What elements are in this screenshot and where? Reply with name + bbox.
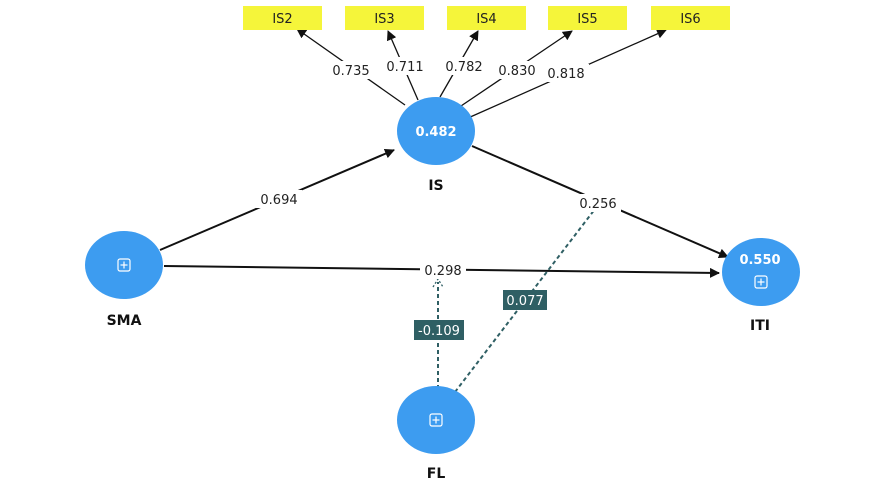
expand-icon[interactable] — [117, 258, 131, 272]
moderator-coef-fl-is-iti: 0.077 — [506, 294, 543, 309]
moderator-coef-box-fl-sma-iti: -0.109 — [414, 320, 464, 340]
path-coef-sma-is: 0.694 — [260, 193, 297, 208]
loading-value-is5: 0.830 — [498, 64, 535, 79]
indicator-label: IS5 — [577, 12, 597, 27]
moderator-coef-box-fl-is-iti: 0.077 — [503, 290, 547, 310]
loading-value-is2: 0.735 — [332, 64, 369, 79]
indicator-is3[interactable]: IS3 — [345, 6, 424, 30]
expand-icon[interactable] — [429, 413, 443, 427]
construct-label-is: IS — [428, 178, 443, 194]
construct-label-sma: SMA — [107, 313, 142, 329]
path-coef-sma-iti: 0.298 — [424, 264, 461, 279]
loading-value-is4: 0.782 — [445, 60, 482, 75]
loading-value-is6: 0.818 — [547, 67, 584, 82]
indicator-label: IS2 — [272, 12, 292, 27]
construct-r2-iti: 0.550 — [739, 253, 780, 268]
indicator-is6[interactable]: IS6 — [651, 6, 730, 30]
construct-r2-is: 0.482 — [415, 125, 456, 140]
path-coef-is-iti: 0.256 — [579, 197, 616, 212]
construct-label-iti: ITI — [750, 318, 770, 334]
loading-values: 0.735 0.711 0.782 0.830 0.818 — [328, 57, 589, 82]
indicator-is5[interactable]: IS5 — [548, 6, 627, 30]
indicator-is4[interactable]: IS4 — [447, 6, 526, 30]
indicator-label: IS4 — [476, 12, 496, 27]
construct-label-fl: FL — [427, 466, 446, 482]
construct-node-sma[interactable] — [85, 231, 163, 299]
expand-icon[interactable] — [754, 275, 768, 289]
indicator-label: IS3 — [374, 12, 394, 27]
construct-node-fl[interactable] — [397, 386, 475, 454]
moderator-coef-fl-sma-iti: -0.109 — [418, 324, 460, 339]
construct-node-iti[interactable]: 0.550 — [722, 238, 800, 306]
indicator-label: IS6 — [680, 12, 700, 27]
loading-value-is3: 0.711 — [386, 60, 423, 75]
indicator-is2[interactable]: IS2 — [243, 6, 322, 30]
construct-node-is[interactable]: 0.482 — [397, 97, 475, 165]
